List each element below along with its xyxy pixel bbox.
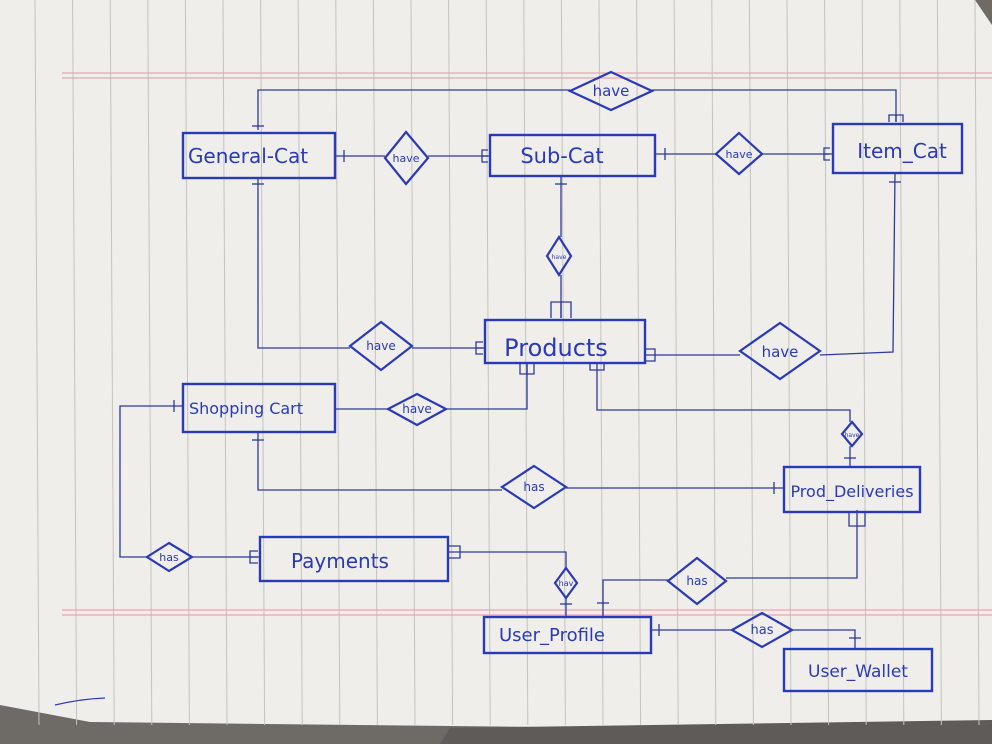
notebook-rule (711, 0, 717, 726)
notebook-rule (72, 0, 78, 726)
relationship-general-item-have: have (567, 70, 655, 112)
notebook-rule (899, 0, 905, 726)
entity-label: Payments (291, 549, 389, 573)
relationship-label: has (751, 623, 774, 638)
relationship-label: have (845, 432, 860, 439)
notebook-rule (824, 0, 830, 726)
notebook-rule (147, 0, 153, 726)
entity-label: Products (504, 334, 608, 362)
notebook-rule (372, 0, 378, 726)
notebook-rule (184, 0, 190, 726)
relationship-label: have (393, 152, 420, 165)
notebook-rule (297, 0, 303, 726)
entity-item-cat: Item_Cat (831, 122, 964, 175)
entity-user-wallet: User_Wallet (782, 647, 934, 693)
relationship-sub-item-have: have (714, 131, 764, 176)
relationship-general-sub-have: have (383, 130, 430, 186)
notebook-rule (260, 0, 266, 726)
entity-user-profile: User_Profile (482, 615, 653, 655)
entity-label: Item_Cat (857, 139, 947, 163)
relationship-products-item-have: have (738, 321, 822, 381)
entity-label: General-Cat (188, 144, 308, 168)
notebook-rule (335, 0, 341, 726)
relationship-label: hav (559, 579, 574, 588)
relationship-label: have (593, 82, 630, 100)
notebook-rule (410, 0, 416, 726)
relationship-label: has (686, 574, 707, 588)
pen-stroke (54, 697, 106, 706)
cardinality-marks (173, 114, 904, 639)
notebook-rule (861, 0, 867, 726)
notebook-rule (222, 0, 228, 726)
connector-lines (119, 89, 897, 648)
relationship-deliveries-user-has: has (666, 556, 728, 606)
relationship-user-wallet-has: has (729, 611, 795, 649)
relationship-cart-deliveries-has: has (499, 464, 569, 510)
relationship-label: have (366, 339, 395, 353)
relationship-payments-user-hav: hav (553, 566, 579, 600)
entity-general-cat: General-Cat (181, 131, 337, 180)
entity-sub-cat: Sub-Cat (488, 133, 657, 178)
notebook-rule (673, 0, 679, 726)
entity-label: Shopping Cart (189, 399, 303, 418)
entity-prod-deliveries: Prod_Deliveries (782, 465, 922, 514)
relationship-sub-products-have: have (545, 234, 573, 278)
entity-shopping-cart: Shopping Cart (181, 382, 337, 434)
relationship-label: have (762, 343, 799, 361)
notebook-rule (448, 0, 454, 726)
notebook-rule (34, 0, 40, 726)
notebook-rule (109, 0, 115, 726)
notebook-rule (974, 0, 980, 726)
notebook-rule (748, 0, 754, 726)
relationship-label: have (552, 254, 567, 261)
relationship-label: has (159, 551, 179, 564)
entity-products: Products (483, 318, 647, 365)
entity-label: User_Wallet (808, 662, 908, 682)
relationship-cart-payments-has: has (144, 541, 195, 573)
relationship-products-deliveries-have: have (840, 420, 864, 448)
entity-label: Prod_Deliveries (790, 482, 913, 502)
relationship-label: have (402, 402, 431, 416)
entity-label: Sub-Cat (520, 144, 603, 168)
entity-payments: Payments (258, 535, 450, 583)
relationship-label: has (523, 480, 544, 494)
entity-label: User_Profile (499, 625, 605, 646)
relationship-general-products-have: have (348, 320, 414, 372)
notebook-rule (786, 0, 792, 726)
relationship-cart-products-have: have (385, 392, 449, 427)
relationship-label: have (726, 148, 753, 161)
notebook-rule (936, 0, 942, 726)
